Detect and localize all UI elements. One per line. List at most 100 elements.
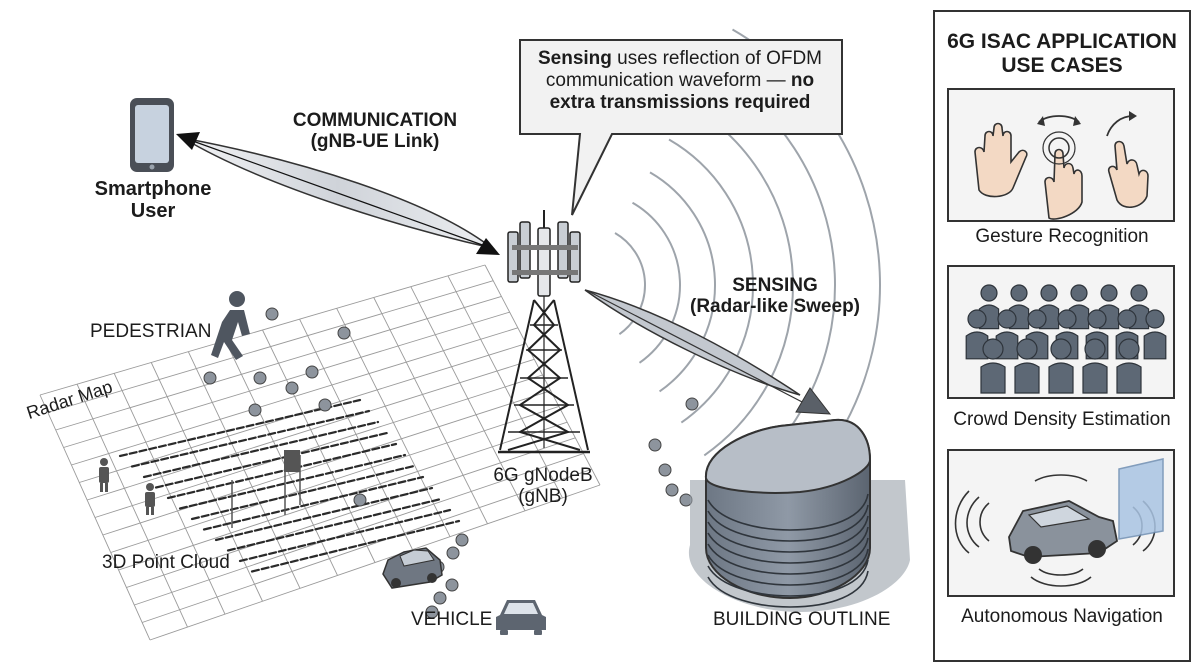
grid-line xyxy=(113,373,226,615)
scan-line xyxy=(142,420,380,479)
reflection-dot xyxy=(658,463,672,477)
scan-line xyxy=(178,453,407,510)
reflection-dot xyxy=(305,365,319,379)
building-outline-label: BUILDING OUTLINE xyxy=(713,609,891,630)
building-outline-icon xyxy=(688,418,910,612)
building-floor-lines xyxy=(707,493,869,608)
crowd-person-head xyxy=(1100,284,1118,302)
communication-title: COMMUNICATION xyxy=(292,110,458,131)
crowd-person-head xyxy=(1016,338,1038,360)
crowd-person-head xyxy=(1084,338,1106,360)
reflection-dot xyxy=(285,381,299,395)
crowd-person-head xyxy=(1130,284,1148,302)
crowd-person-body xyxy=(1014,362,1040,394)
grid-line xyxy=(447,275,563,499)
smartphone-icon xyxy=(130,98,174,172)
crowd-density-card xyxy=(947,265,1175,399)
scan-line xyxy=(118,398,362,458)
floor-line xyxy=(707,526,869,564)
arrowhead-to-phone xyxy=(176,132,200,150)
grid-line xyxy=(336,308,451,537)
reflection-dot xyxy=(455,533,469,547)
reflection-dot xyxy=(248,403,262,417)
callout-line2-bold: no xyxy=(790,70,815,92)
point-cloud-scan-lines xyxy=(118,398,461,573)
panel-title: 6G ISAC APPLICATION USE CASES xyxy=(935,30,1189,78)
gnodeb-tower-icon xyxy=(498,210,590,454)
sensing-beam xyxy=(584,289,801,396)
reflection-dot xyxy=(685,397,699,411)
autonomous-car-icon xyxy=(954,458,1164,587)
vehicle-label: VEHICLE xyxy=(411,609,493,630)
crowd-person-body xyxy=(1082,362,1108,394)
grid-person-1 xyxy=(99,458,109,492)
crowd-person-body xyxy=(980,362,1006,394)
communication-label: COMMUNICATION (gNB-UE Link) xyxy=(270,110,480,153)
point-cloud-label: 3D Point Cloud xyxy=(102,552,230,573)
sensing-callout-text: Sensing uses reflection of OFDM communic… xyxy=(528,48,832,114)
crowd-person-head xyxy=(997,309,1017,329)
callout-line2-text: communication waveform — xyxy=(545,70,791,92)
autonomous-navigation-label: Autonomous Navigation xyxy=(961,606,1163,627)
arrowhead-to-tower xyxy=(476,238,500,255)
grid-line xyxy=(39,394,151,641)
floor-line xyxy=(707,570,869,608)
gnodeb-label: 6G gNodeB (gNB) xyxy=(478,465,608,508)
sensing-label: SENSING (Radar-like Sweep) xyxy=(680,275,870,318)
use-cases-panel: 6G ISAC APPLICATION USE CASES Gesture Re… xyxy=(933,10,1191,662)
sensing-arrow-line xyxy=(587,290,807,405)
reflection-dot xyxy=(203,371,217,385)
panel-title-line-2: USE CASES xyxy=(1001,54,1123,78)
panel-title-line-1: 6G ISAC APPLICATION xyxy=(947,30,1177,53)
floor-line xyxy=(707,504,869,542)
tower-antenna-cluster xyxy=(507,221,581,297)
gnodeb-line-2: (gNB) xyxy=(518,486,568,508)
floor-line xyxy=(707,559,869,597)
reflection-dot xyxy=(253,371,267,385)
grid-line xyxy=(225,340,338,576)
pedestrian-label: PEDESTRIAN xyxy=(90,321,212,342)
reflection-dot xyxy=(665,483,679,497)
gesture-recognition-card xyxy=(947,88,1175,222)
reflection-dot xyxy=(265,307,279,321)
grid-line xyxy=(373,297,488,524)
sweep-arc xyxy=(614,232,646,335)
scan-line xyxy=(214,486,434,542)
crowd-person-head xyxy=(1050,338,1072,360)
crowd-person-head xyxy=(1040,284,1058,302)
callout-line-2: communication waveform — no xyxy=(528,70,832,92)
sensing-subtitle: (Radar-like Sweep) xyxy=(690,296,860,318)
scan-line xyxy=(250,519,461,573)
sensing-callout-box xyxy=(519,39,843,216)
grid-line xyxy=(262,329,376,563)
reflection-dot xyxy=(425,605,439,619)
crowd-person-head xyxy=(1010,284,1028,302)
crowd-person-head xyxy=(1087,309,1107,329)
grid-line xyxy=(484,264,601,486)
scan-line xyxy=(226,497,443,552)
scan-line xyxy=(238,508,452,563)
hand-gesture-icon xyxy=(974,111,1149,220)
crowd-person-body xyxy=(965,331,989,360)
grid-person-2 xyxy=(145,483,155,515)
vehicle-icon xyxy=(496,600,546,635)
sweep-arc xyxy=(688,104,794,457)
crowd-density-label: Crowd Density Estimation xyxy=(953,409,1171,430)
sweep-arc xyxy=(668,138,754,424)
grid-sign xyxy=(284,450,300,472)
crowd-icon xyxy=(965,284,1167,394)
gesture-recognition-label: Gesture Recognition xyxy=(975,226,1149,247)
sensing-title: SENSING xyxy=(732,275,818,296)
communication-arrow-line xyxy=(189,139,489,248)
reflection-dot xyxy=(446,546,460,560)
callout-line3-bold: extra transmissions required xyxy=(549,92,811,114)
crowd-person-head xyxy=(1057,309,1077,329)
reflection-dot xyxy=(353,493,367,507)
sweep-arc xyxy=(649,171,716,393)
grid-line xyxy=(76,383,188,628)
floor-line xyxy=(707,548,869,586)
callout-line1-rest: uses reflection of OFDM xyxy=(611,48,823,69)
crowd-person-head xyxy=(1145,309,1165,329)
smartphone-label: Smartphone User xyxy=(78,178,228,223)
crowd-person-body xyxy=(1116,362,1142,394)
